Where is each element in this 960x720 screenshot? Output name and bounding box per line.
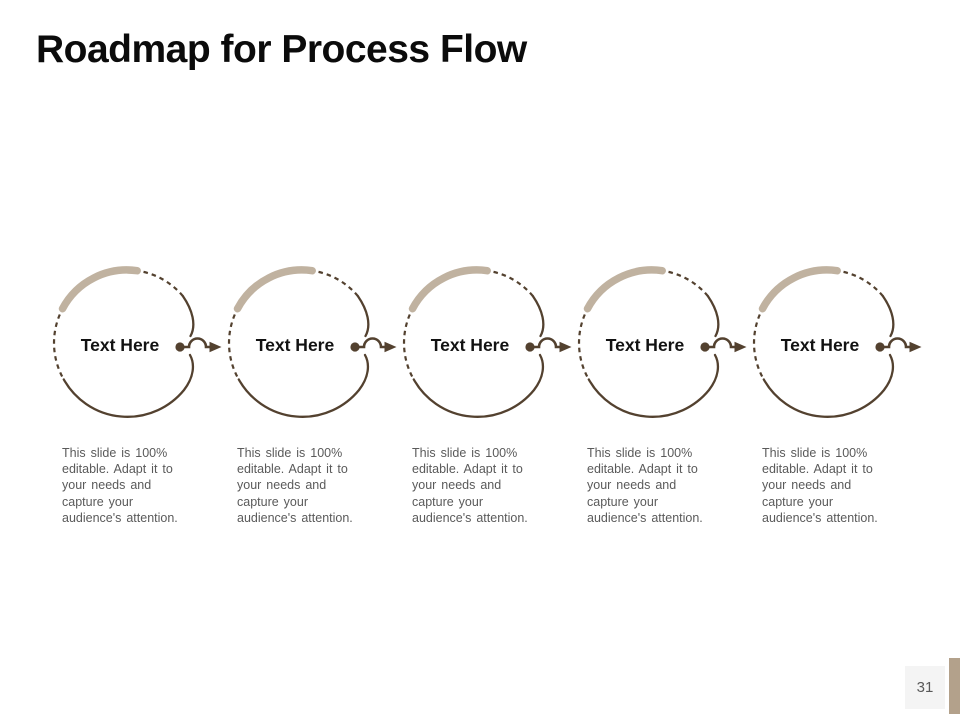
dashed-arc-left [227, 314, 240, 381]
solid-wave-arc [412, 294, 545, 418]
flow-arrow-icon [350, 337, 397, 353]
dashed-arc-left [52, 314, 65, 381]
dashed-arc-top [489, 270, 534, 297]
dashed-arc-top [139, 270, 184, 297]
step-label: Text Here [430, 335, 510, 355]
process-step: Text Here This slide is 100% editable. A… [390, 265, 582, 545]
solid-wave-arc [237, 294, 370, 418]
solid-wave-arc [762, 294, 895, 418]
process-circle-graphic [752, 266, 922, 418]
solid-wave-arc [587, 294, 720, 418]
arrow-head [209, 341, 222, 353]
step-description: This slide is 100% editable. Adapt it to… [587, 446, 703, 525]
dashed-arc-top [664, 270, 709, 297]
arrow-hop-line [705, 337, 735, 349]
step-description: This slide is 100% editable. Adapt it to… [237, 446, 353, 525]
process-circle-graphic [52, 266, 222, 418]
arrow-head [734, 341, 747, 353]
arrow-head [909, 341, 922, 353]
solid-wave-arc [62, 294, 195, 418]
arrow-dot [350, 342, 360, 352]
tan-arc [758, 266, 841, 313]
accent-bar [949, 658, 960, 714]
flow-arrow-icon [525, 337, 572, 353]
tan-arc [58, 266, 141, 313]
dashed-arc-top [314, 270, 359, 297]
tan-arc [583, 266, 666, 313]
slide-title: Roadmap for Process Flow [36, 28, 527, 71]
flow-arrow-icon [175, 337, 222, 353]
dashed-arc-top [839, 270, 884, 297]
tan-arc [233, 266, 316, 313]
step-description: This slide is 100% editable. Adapt it to… [62, 446, 178, 525]
process-circle-graphic [577, 266, 747, 418]
arrow-hop-line [180, 337, 210, 349]
dashed-arc-left [752, 314, 765, 381]
arrow-head [559, 341, 572, 353]
process-step: Text Here This slide is 100% editable. A… [40, 265, 232, 545]
process-flow-roadmap: Text Here This slide is 100% editable. A… [40, 265, 960, 545]
process-circle-graphic [227, 266, 397, 418]
process-step: Text Here This slide is 100% editable. A… [565, 265, 757, 545]
step-label: Text Here [80, 335, 160, 355]
arrow-hop-line [530, 337, 560, 349]
flow-arrow-icon [875, 337, 922, 353]
step-description: This slide is 100% editable. Adapt it to… [762, 446, 878, 525]
step-description: This slide is 100% editable. Adapt it to… [412, 446, 528, 525]
tan-arc [408, 266, 491, 313]
arrow-hop-line [880, 337, 910, 349]
step-label: Text Here [780, 335, 860, 355]
process-step: Text Here This slide is 100% editable. A… [215, 265, 407, 545]
page-number-badge: 31 [905, 666, 945, 709]
arrow-hop-line [355, 337, 385, 349]
process-circle-graphic [402, 266, 572, 418]
step-label: Text Here [605, 335, 685, 355]
process-step: Text Here This slide is 100% editable. A… [740, 265, 932, 545]
dashed-arc-left [577, 314, 590, 381]
step-label: Text Here [255, 335, 335, 355]
dashed-arc-left [402, 314, 415, 381]
arrow-head [384, 341, 397, 353]
flow-arrow-icon [700, 337, 747, 353]
